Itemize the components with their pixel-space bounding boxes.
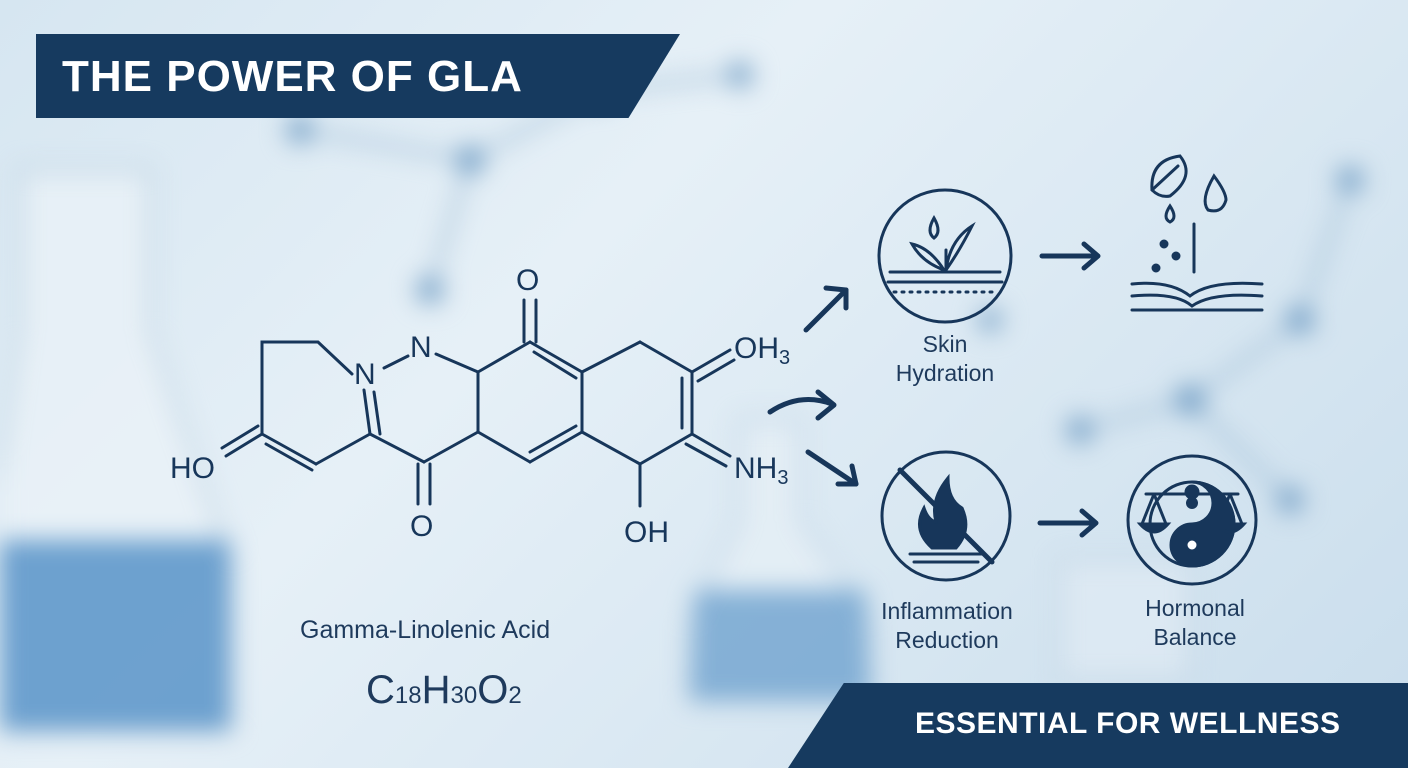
- skin-hydration-icon: [877, 188, 1013, 324]
- benefit-hormonal-line1: Hormonal: [1145, 595, 1245, 621]
- no-fire-icon: [880, 450, 1012, 582]
- atom-oh-bottom: OH: [624, 516, 669, 549]
- benefit-hormonal-line2: Balance: [1153, 624, 1237, 650]
- benefit-skin-hydration: Skin Hydration: [870, 330, 1020, 388]
- footer-tagline: ESSENTIAL FOR WELLNESS: [915, 707, 1341, 740]
- benefit-skin-line2: Hydration: [895, 360, 995, 386]
- benefit-hormonal-balance: Hormonal Balance: [1110, 594, 1280, 652]
- arrow-curved-middle: [767, 389, 837, 421]
- arrow-skin-result: [1039, 241, 1101, 271]
- atom-o-bottom: O: [410, 510, 433, 543]
- atom-n-left: N: [354, 358, 376, 391]
- atom-n-right: N: [410, 331, 432, 364]
- arrow-to-skin: [803, 285, 849, 333]
- footer-banner: [788, 683, 1408, 768]
- atom-nh3: NH3: [734, 452, 788, 489]
- arrow-to-inflammation: [805, 449, 859, 487]
- flow-arrows: [767, 241, 1101, 538]
- molecule-structure: [220, 298, 736, 508]
- page-title: THE POWER OF GLA: [62, 52, 523, 101]
- benefit-inflammation-reduction: Inflammation Reduction: [852, 597, 1042, 655]
- moisturized-skin-icon: [1130, 154, 1264, 312]
- compound-name: Gamma-Linolenic Acid: [300, 616, 551, 644]
- arrow-inflammation-to-hormonal: [1037, 508, 1099, 538]
- atom-oh3: OH3: [734, 332, 790, 369]
- flask-left-decoration: [0, 167, 233, 733]
- title-banner: [36, 34, 680, 118]
- benefit-inflammation-line1: Inflammation: [881, 598, 1013, 624]
- atom-ho-left: HO: [170, 452, 215, 485]
- yin-yang-scale-icon: [1126, 454, 1258, 586]
- atom-o-top: O: [516, 264, 539, 297]
- chemical-formula: C18H30O2: [366, 668, 522, 712]
- benefit-skin-line1: Skin: [922, 331, 968, 357]
- benefit-inflammation-line2: Reduction: [895, 627, 999, 653]
